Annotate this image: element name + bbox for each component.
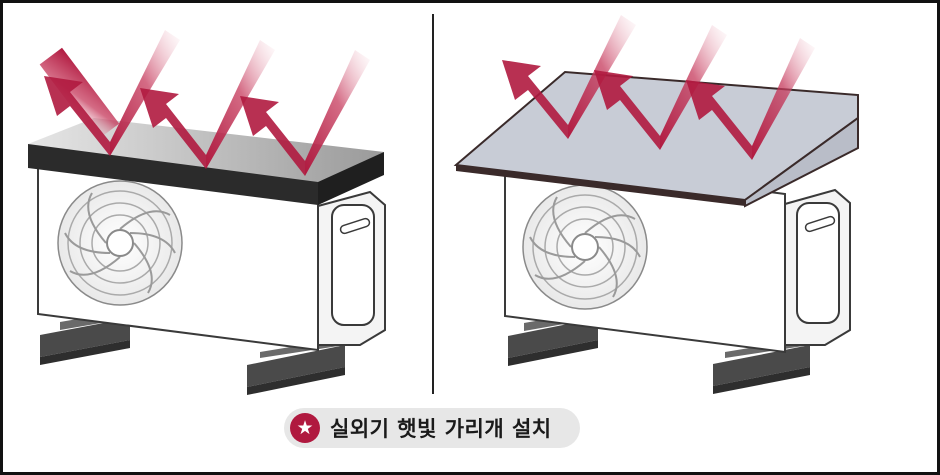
star-icon: ★ — [290, 413, 320, 443]
right-fan-grille — [522, 184, 648, 310]
caption-text: 실외기 햇빛 가리개 설치 — [330, 417, 552, 441]
left-outdoor-unit: ☻ LG — [28, 30, 386, 395]
right-heat-arrows — [502, 15, 815, 160]
right-outdoor-unit — [453, 15, 859, 394]
left-mount-base — [40, 310, 345, 395]
left-fan-grille — [57, 180, 183, 306]
left-heat-arrows — [39, 30, 370, 176]
caption-pill: ★ 실외기 햇빛 가리개 설치 — [284, 408, 580, 448]
